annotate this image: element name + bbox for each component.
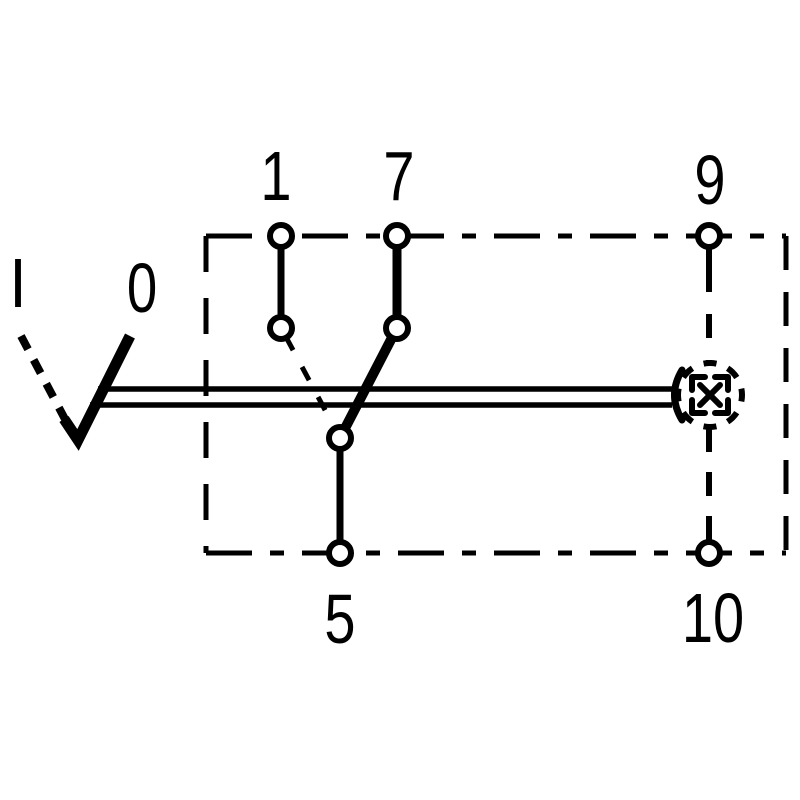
terminal-7-circle bbox=[383, 222, 411, 250]
lamp-cross bbox=[697, 382, 723, 408]
lamp-dashed-circle bbox=[675, 360, 745, 430]
lamp-chevron-ne bbox=[712, 374, 731, 393]
terminal-10-label: 10 bbox=[682, 580, 744, 657]
terminal-1-label: 1 bbox=[260, 138, 291, 215]
terminal-connectors bbox=[277, 240, 402, 549]
lamp-chevron-nw bbox=[689, 374, 708, 393]
terminal-5-circle bbox=[326, 539, 354, 567]
switch-body-outline bbox=[203, 233, 789, 556]
lamp-ray-chevrons bbox=[689, 374, 731, 416]
closed-contact-path-7-to-5 bbox=[335, 325, 402, 441]
contact-circle-1 bbox=[267, 314, 295, 342]
contact-circle-5 bbox=[326, 424, 354, 452]
contact-circle-7 bbox=[383, 314, 411, 342]
terminal-7-label: 7 bbox=[383, 138, 414, 215]
illumination-lamp-icon bbox=[671, 360, 745, 430]
lamp-chevron-se bbox=[712, 397, 731, 416]
terminal-9-label: 9 bbox=[694, 142, 725, 219]
position-label-on: I bbox=[9, 245, 27, 323]
rocker-lever bbox=[59, 333, 135, 451]
lamp-chevron-sw bbox=[689, 397, 708, 416]
terminal-1-circle bbox=[267, 222, 295, 250]
labels: I 0 1 7 9 5 10 bbox=[9, 138, 744, 658]
lamp-contact-arc bbox=[671, 366, 686, 424]
terminal-circles bbox=[267, 222, 723, 567]
position-label-off: 0 bbox=[127, 250, 157, 328]
terminal-5-label: 5 bbox=[324, 581, 355, 658]
lamp-cross-stroke-2 bbox=[697, 382, 723, 408]
contact-bridge-double-line bbox=[90, 386, 672, 408]
terminal-9-circle bbox=[695, 222, 723, 250]
terminal-10-circle bbox=[695, 539, 723, 567]
